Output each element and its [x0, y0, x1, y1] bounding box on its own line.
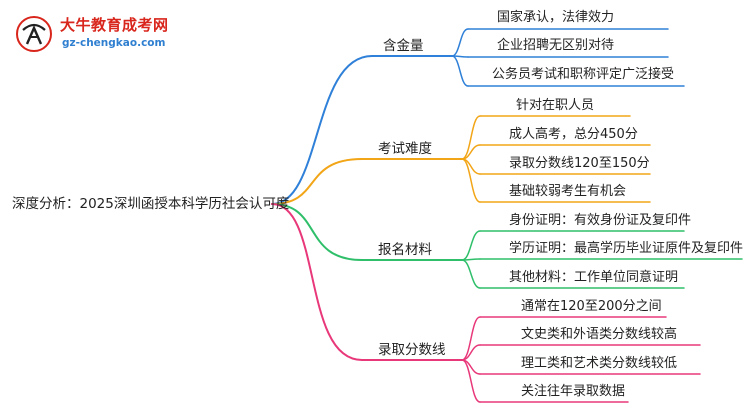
leaf-connector	[451, 55, 469, 87]
leaf-2-2: 成人高考，总分450分	[509, 127, 638, 142]
leaf-connector	[461, 359, 481, 403]
leaf-connector	[461, 115, 481, 160]
site-logo[interactable]: 大牛教育成考网 gz-chengkao.com	[14, 14, 184, 54]
root-topic: 深度分析：2025深圳函授本科学历社会认可度	[12, 196, 290, 212]
branch-luqu-fenshuxian: 录取分数线	[378, 342, 446, 358]
leaf-2-1: 针对在职人员	[516, 98, 595, 113]
branch-connector	[271, 55, 373, 205]
leaf-connector	[451, 28, 469, 57]
logo-url: gz-chengkao.com	[62, 37, 166, 49]
branch-baoming-cailiao: 报名材料	[378, 242, 432, 258]
leaf-connector	[461, 316, 481, 361]
leaf-2-4: 基础较弱考生有机会	[509, 184, 627, 199]
leaf-4-2: 文史类和外语类分数线较高	[521, 327, 678, 342]
leaf-4-4: 关注往年录取数据	[521, 384, 626, 399]
branch-kaoshi-nandu: 考试难度	[378, 141, 432, 157]
branch-connector	[271, 158, 363, 205]
branch-connector	[271, 203, 363, 261]
leaf-3-2: 学历证明：最高学历毕业证原件及复印件	[509, 241, 744, 256]
branch-connector	[271, 203, 363, 361]
bull-logo-icon	[16, 16, 52, 52]
leaf-4-3: 理工类和艺术类分数线较低	[521, 356, 678, 371]
leaf-3-3: 其他材料：工作单位同意证明	[509, 270, 679, 285]
leaf-1-2: 企业招聘无区别对待	[497, 38, 615, 53]
leaf-2-3: 录取分数线120至150分	[509, 156, 650, 171]
leaf-3-1: 身份证明：有效身份证及复印件	[509, 213, 692, 228]
leaf-connector	[461, 259, 481, 289]
logo-title: 大牛教育成考网	[60, 16, 169, 34]
leaf-connector	[461, 230, 481, 261]
branch-hanjinliang: 含金量	[383, 38, 424, 54]
leaf-1-1: 国家承认，法律效力	[497, 10, 615, 25]
leaf-connector	[461, 158, 481, 203]
leaf-1-3: 公务员考试和职称评定广泛接受	[492, 67, 675, 82]
leaf-4-1: 通常在120至200分之间	[521, 299, 662, 314]
